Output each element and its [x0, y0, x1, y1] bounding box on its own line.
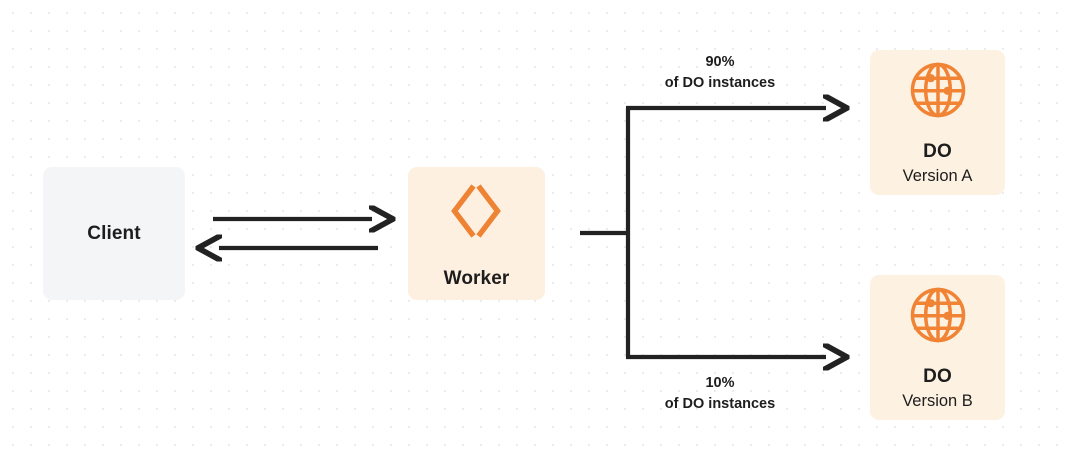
node-worker: Worker [408, 167, 545, 300]
node-client-label: Client [87, 223, 141, 244]
node-do-a-label: DO [923, 140, 952, 162]
cloudflare-workers-icon [446, 180, 508, 247]
node-do-a-version: Version A [902, 166, 973, 185]
node-worker-label: Worker [443, 267, 510, 289]
edge-label-do-b-caption: of DO instances [664, 395, 776, 412]
edge-label-do-a: 90% of DO instances [630, 52, 810, 93]
globe-icon [909, 61, 967, 124]
edge-label-do-b-percent: 10% [705, 375, 735, 391]
node-do-b-version: Version B [902, 391, 973, 410]
node-do-version-a: DO Version A [870, 50, 1005, 195]
node-do-b-label: DO [923, 365, 952, 387]
edge-label-do-a-caption: of DO instances [664, 74, 776, 91]
edge-label-do-a-percent: 90% [705, 54, 735, 70]
globe-icon [909, 286, 967, 349]
edge-label-do-b: 10% of DO instances [630, 373, 810, 414]
node-do-version-b: DO Version B [870, 275, 1005, 420]
edge-worker-branch-trunk [580, 108, 631, 357]
node-client: Client [43, 167, 185, 300]
